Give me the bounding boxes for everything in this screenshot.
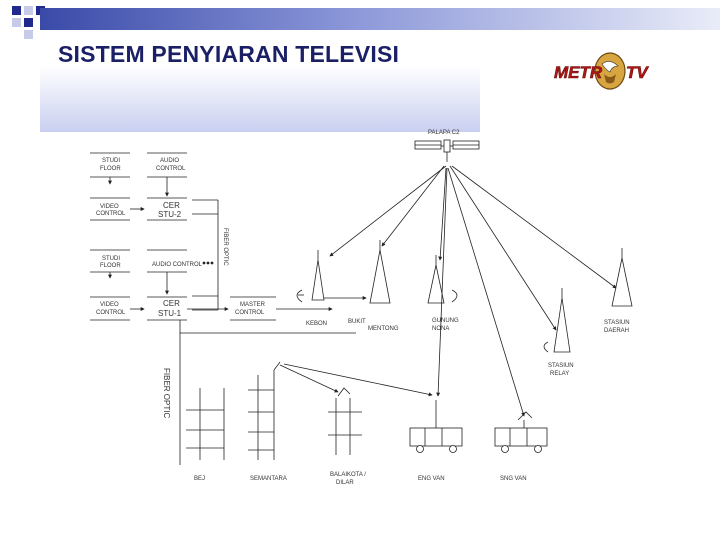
- label-semantara: SEMANTARA: [250, 476, 287, 482]
- title-panel: [40, 30, 480, 132]
- cer2-l2: STU-2: [158, 210, 182, 219]
- studio-block-bottom: [90, 249, 276, 321]
- video-control-top-l1: VIDEO: [100, 204, 119, 210]
- slide-title: SISTEM PENYIARAN TELEVISI: [58, 41, 400, 67]
- master-control-l2: CONTROL: [235, 310, 265, 316]
- station-bukit-l2: MENTONG: [368, 326, 399, 332]
- station-kebon: KEBON: [306, 321, 327, 327]
- cer2-l1: CER: [163, 201, 180, 210]
- studio-floor-bottom-l1: STUDI: [102, 256, 120, 262]
- station-bukit-l1: BUKIT: [348, 319, 366, 325]
- cer1-l2: STU-1: [158, 309, 182, 318]
- video-control-bottom-l2: CONTROL: [96, 310, 126, 316]
- studio-block-top: [90, 152, 187, 221]
- studio-floor-top-l1: STUDI: [102, 158, 120, 164]
- fiber-optic-left-label: FIBER OPTIC: [162, 368, 171, 418]
- satellite-label: PALAPA C2: [428, 130, 460, 136]
- tower-bukit: [369, 240, 391, 304]
- eng-van-icon: [409, 400, 463, 453]
- broadcast-system-diagram: PALAPA C2 STUDI FLOOR AUDIO CONTROL VIDE…: [90, 130, 633, 486]
- header-band: [40, 8, 720, 30]
- fiber-optic-vertical-label: FIBER OPTIC: [222, 228, 228, 266]
- sng-van-icon: [494, 411, 548, 453]
- studio-floor-bottom-l2: FLOOR: [100, 263, 121, 269]
- audio-control-bottom: AUDIO CONTROL: [152, 262, 203, 268]
- cer1-l1: CER: [163, 299, 180, 308]
- building-semantara: [248, 361, 281, 460]
- tower-daerah: [611, 248, 633, 307]
- building-bej: [186, 388, 225, 460]
- audio-control-top-l1: AUDIO: [160, 158, 179, 164]
- svg-text:TV: TV: [626, 63, 649, 82]
- label-balaikota-l1: BALAIKOTA /: [330, 472, 366, 478]
- label-sng-van: SNG VAN: [500, 476, 527, 482]
- tower-gunung: [427, 255, 458, 304]
- station-gunung-l1: GUNUNG: [432, 318, 459, 324]
- label-bej: BEJ: [194, 476, 205, 482]
- master-control-l1: MASTER: [240, 302, 266, 308]
- building-balaikota: [328, 387, 362, 455]
- satellite-icon: [414, 139, 480, 162]
- station-relay-l1: STASIUN: [548, 363, 574, 369]
- svg-text:METR: METR: [554, 63, 603, 82]
- station-relay-l2: RELAY: [550, 371, 569, 377]
- metro-tv-logo: METR TV: [554, 52, 650, 90]
- studio-floor-top-l2: FLOOR: [100, 166, 121, 172]
- station-daerah-l2: DAERAH: [604, 328, 629, 334]
- tower-relay: [543, 288, 571, 353]
- video-control-top-l2: CONTROL: [96, 211, 126, 217]
- label-balaikota-l2: DILAR: [336, 480, 354, 486]
- label-eng-van: ENG VAN: [418, 476, 445, 482]
- station-gunung-l2: NONA: [432, 326, 449, 332]
- tower-kebon: [296, 250, 325, 303]
- station-daerah-l1: STASIUN: [604, 320, 630, 326]
- audio-control-top-l2: CONTROL: [156, 166, 186, 172]
- video-control-bottom-l1: VIDEO: [100, 302, 119, 308]
